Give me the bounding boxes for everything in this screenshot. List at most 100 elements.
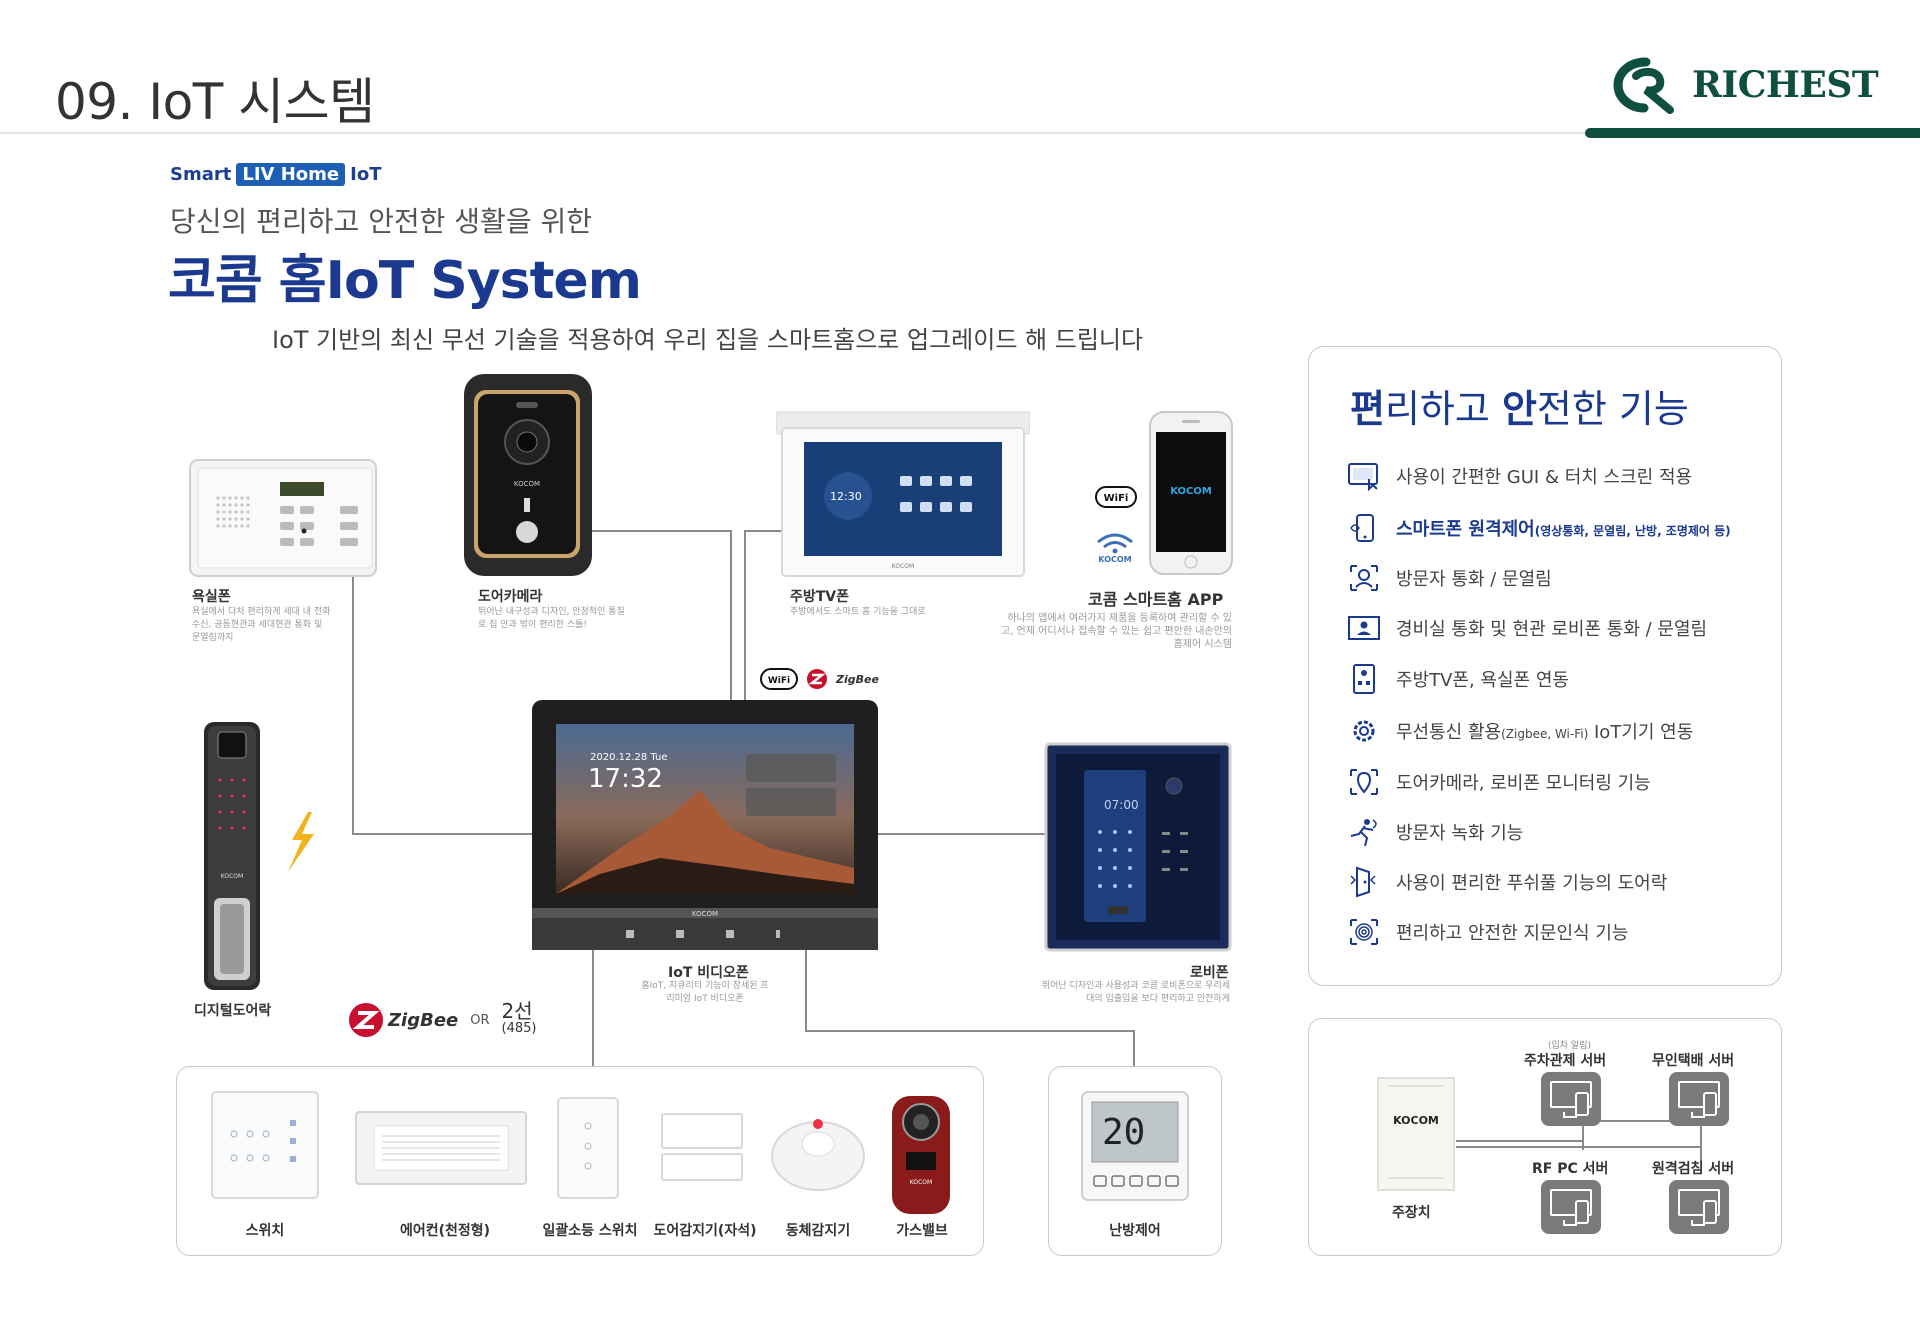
heating-controller-device: 20	[1080, 1090, 1190, 1206]
gas-valve-device: KOCOM	[890, 1094, 952, 1220]
video-phone-date: 2020.12.28 Tue	[590, 752, 668, 763]
page-title: 09. IoT 시스템	[55, 73, 375, 131]
iot-video-phone-device: KOCOM 2020.12.28 Tue 17:32	[530, 698, 880, 952]
iot-video-phone-desc: 홈IoT, 지큐리티 기능이 장세된 프리미엄 IoT 비디오폰	[641, 981, 769, 1004]
wired-sub-label: (485)	[501, 1021, 537, 1036]
feature-item: 경비실 통화 및 현관 로비폰 통화 / 문열림	[1346, 610, 1707, 646]
parking-server-icon	[1541, 1072, 1601, 1126]
feature-item: 사용이 간편한 GUI & 터치 스크린 적용	[1346, 458, 1692, 494]
feature-item: 주방TV폰, 욕실폰 연동	[1346, 661, 1569, 697]
bathroom-phone-desc: 욕실에서 다처 편리하게 세대 내 전화 수신, 공동현관과 세대현관 통화 및…	[192, 607, 331, 643]
guard-call-icon	[1346, 612, 1382, 644]
features-title: 편리하고 안전한 기능	[1350, 387, 1689, 431]
main-unit-device: KOCOM	[1376, 1076, 1456, 1192]
svg-text:KOCOM: KOCOM	[221, 873, 243, 880]
zigbee-badge-text: ZigBee	[836, 672, 879, 686]
wireless-gear-icon	[1346, 715, 1382, 747]
feature-item: 방문자 통화 / 문열림	[1346, 560, 1552, 596]
brand-underline	[1585, 128, 1920, 138]
parking-note: (입차 알림)	[1548, 1041, 1592, 1051]
visitor-record-icon	[1346, 816, 1382, 848]
badge-liv: LIV Home	[236, 163, 346, 186]
lobby-phone-device: 07:00	[1044, 742, 1232, 952]
door-sensor-label: 도어감지기(자석)	[653, 1223, 757, 1239]
svg-text:WiFi: WiFi	[1104, 493, 1129, 504]
aircon-device	[354, 1110, 528, 1190]
svg-text:KOCOM: KOCOM	[1098, 555, 1131, 564]
kitchen-tv-desc: 주방에서도 스마트 홈 기능을 그대로	[790, 607, 926, 617]
bathroom-phone-label: 욕실폰	[192, 589, 231, 605]
pushpull-lock-icon	[1346, 866, 1382, 898]
heating-label: 난방제어	[1109, 1223, 1161, 1239]
feature-item: 방문자 녹화 기능	[1346, 814, 1523, 850]
gas-valve-label: 가스밸브	[896, 1223, 948, 1239]
fingerprint-icon	[1346, 916, 1382, 948]
badge-iot: IoT	[350, 164, 382, 185]
feature-item: 도어카메라, 로비폰 모니터링 기능	[1346, 764, 1651, 800]
wifi-icon: WiFi	[1095, 486, 1137, 508]
svg-text:KOCOM: KOCOM	[910, 1179, 932, 1186]
kocom-wifi-logo: KOCOM	[1090, 524, 1140, 568]
video-phone-clock: 17:32	[588, 764, 663, 794]
motion-sensor-label: 동체감지기	[785, 1223, 851, 1239]
richest-logo-icon	[1613, 57, 1674, 114]
lobby-phone-desc: 뛰어난 디자인과 사용성과 코콤 로비폰으로 우리세대의 입출입을 보다 편리하…	[1041, 981, 1230, 1004]
wireless-badges: WiFi ZigBee	[760, 668, 879, 690]
kitchen-tv-device: KOCOM 12:30	[775, 410, 1031, 578]
door-camera-device: KOCOM	[460, 370, 596, 580]
touchscreen-icon	[1346, 460, 1382, 492]
aircon-label: 에어컨(천정형)	[399, 1223, 491, 1239]
heating-temp-readout: 20	[1102, 1112, 1146, 1153]
motion-sensor-device	[770, 1108, 866, 1196]
zigbee-logo-icon	[349, 1003, 383, 1037]
feature-item-highlight: 스마트폰 원격제어(영상통화, 문열림, 난방, 조명제어 등)	[1346, 510, 1731, 546]
rfpc-server-icon	[1541, 1180, 1601, 1234]
door-camera-desc: 뛰어난 내구성과 디자인, 안정적인 통질로 집 안과 밖이 편리한 스틀!	[478, 607, 625, 630]
main-unit-label: 주장치	[1392, 1205, 1431, 1221]
bulk-switch-label: 일괄소등 스위치	[542, 1223, 638, 1239]
delivery-server-icon	[1669, 1072, 1729, 1126]
wifi-icon: WiFi	[760, 668, 798, 690]
badge-smart: Smart	[170, 164, 232, 185]
door-camera-label: 도어카메라	[478, 589, 543, 605]
digital-door-lock-label: 디지털도어락	[194, 1003, 272, 1019]
app-label: 코콤 스마트홈 APP	[1088, 590, 1224, 609]
iot-video-phone-label: IoT 비디오폰	[668, 965, 749, 981]
door-sensor-device	[660, 1112, 744, 1188]
kitchen-tv-label: 주방TV폰	[790, 589, 850, 605]
intro-title: 코콤 홈IoT System	[168, 251, 642, 311]
smartphone-device: KOCOM	[1148, 410, 1234, 576]
zigbee-logo-icon	[807, 669, 827, 689]
intro-subtitle: 당신의 편리하고 안전한 생활을 위한	[170, 205, 593, 238]
visitor-call-icon	[1346, 562, 1382, 594]
lobby-phone-clock: 07:00	[1104, 798, 1139, 812]
main-unit-brand: KOCOM	[1393, 1114, 1439, 1127]
wireless-signal-icon: KOCOM	[1097, 533, 1133, 564]
lobby-phone-label: 로비폰	[1190, 965, 1229, 981]
switch-label: 스위치	[245, 1223, 285, 1239]
intro-description: IoT 기반의 최신 무선 기술을 적용하여 우리 집을 스마트홈으로 업그레이…	[272, 326, 1144, 354]
meter-server-label: 원격검침 서버	[1652, 1161, 1735, 1177]
zigbee-label: ZigBee	[388, 1009, 459, 1031]
meter-server-icon	[1669, 1180, 1729, 1234]
features-panel	[1308, 346, 1782, 986]
svg-text:WiFi: WiFi	[768, 676, 790, 686]
svg-text:KOCOM: KOCOM	[892, 563, 914, 570]
smart-liv-home-badge: Smart LIV Home IoT	[170, 163, 381, 186]
bathroom-phone-device	[188, 458, 378, 578]
kitchen-tv-clock: 12:30	[830, 490, 862, 503]
switch-device	[210, 1090, 320, 1204]
bulk-switch-device	[556, 1096, 620, 1204]
feature-item: 편리하고 안전한 지문인식 기능	[1346, 914, 1628, 950]
or-label: OR	[470, 1012, 490, 1028]
feature-item: 무선통신 활용(Zigbee, Wi-Fi) IoT기기 연동	[1346, 713, 1693, 749]
smartphone-remote-icon	[1346, 512, 1382, 544]
header-divider	[0, 132, 1920, 134]
parking-server-label: 주차관제 서버	[1524, 1053, 1607, 1069]
brand-name: RICHEST	[1692, 64, 1879, 106]
brand-logo: RICHEST	[1612, 55, 1879, 115]
lightning-icon	[280, 810, 320, 878]
svg-text:KOCOM: KOCOM	[514, 480, 540, 488]
svg-text:KOCOM: KOCOM	[1170, 486, 1212, 497]
wired-label: 2선	[501, 999, 533, 1023]
